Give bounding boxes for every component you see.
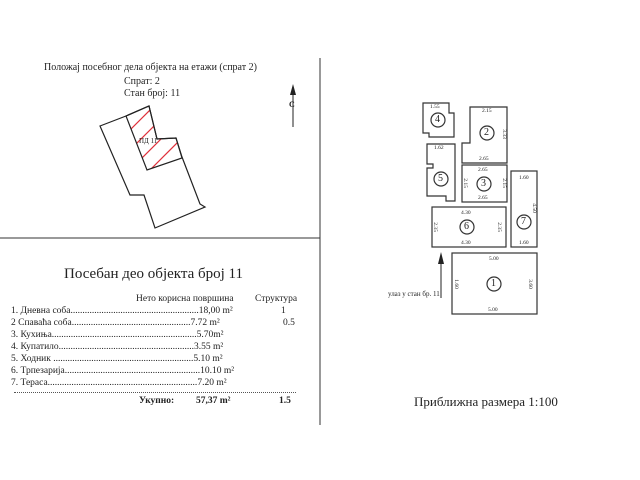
table-row: 3. Кухиња...............................… — [11, 330, 224, 340]
north-label: С — [289, 100, 295, 109]
entrance-label: улаз у стан бр. 11 — [388, 290, 440, 298]
table-row: 7. Тераса...............................… — [11, 378, 227, 388]
total-area: 57,37 m² — [196, 396, 231, 406]
apartment-floor-plan — [422, 102, 538, 315]
location-title: Положај посебног дела објекта на етажи (… — [44, 62, 257, 73]
room-6 — [431, 206, 507, 248]
table-row: 2 Спаваћа соба..........................… — [11, 318, 295, 328]
scale-label: Приближна размера 1:100 — [414, 394, 558, 409]
room-1 — [451, 252, 538, 315]
room-2 — [461, 106, 508, 164]
total-separator — [14, 392, 296, 393]
total-label: Укупно: — [139, 396, 175, 406]
building-site-plan — [99, 105, 207, 229]
room-4 — [422, 102, 455, 138]
unit-label: ПД 11 — [139, 137, 158, 145]
table-row: 5. Ходник ..............................… — [11, 354, 223, 364]
apartment-label: Стан број: 11 — [124, 88, 181, 99]
col-area-header: Нето корисна површина — [136, 294, 234, 304]
total-structure: 1.5 — [279, 396, 291, 406]
col-structure-header: Структура — [255, 294, 298, 304]
table-row: 4. Купатило.............................… — [11, 342, 224, 352]
north-arrow-icon — [290, 84, 296, 127]
table-row: 6. Трпезарија...........................… — [11, 366, 235, 376]
room-5 — [426, 143, 456, 202]
room-3 — [461, 164, 508, 203]
summary-title: Посебан део објекта број 11 — [64, 266, 243, 282]
floor-label: Спрат: 2 — [124, 76, 160, 87]
entrance-arrow-icon — [438, 252, 444, 298]
table-row: 1. Дневна соба..........................… — [11, 306, 286, 316]
room-7 — [510, 170, 538, 248]
